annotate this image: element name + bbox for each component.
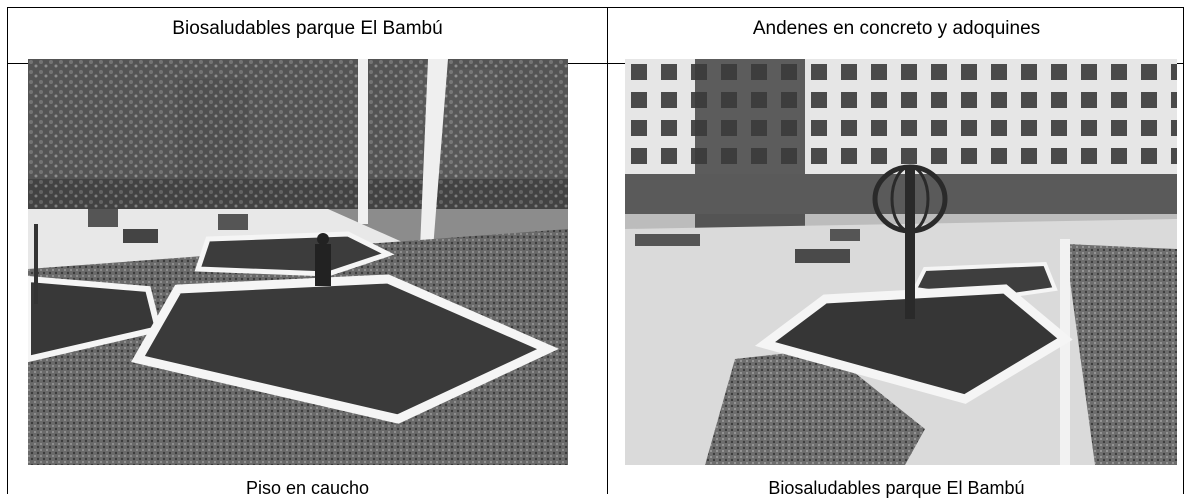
header-right: Andenes en concreto y adoquines: [752, 18, 1041, 39]
park-photo-rubber-floor-icon: [28, 59, 568, 465]
caption-right: Biosaludables parque El Bambú: [768, 478, 1025, 498]
header-row-divider: [8, 63, 1183, 64]
park-photo-right: [625, 59, 1177, 465]
caption-left: Piso en caucho: [245, 478, 370, 498]
park-photo-left: [28, 59, 568, 465]
document-table: Biosaludables parque El Bambú Andenes en…: [7, 7, 1184, 498]
park-photo-exercise-equipment-icon: [625, 59, 1177, 465]
column-divider: [607, 8, 608, 494]
header-left: Biosaludables parque El Bambú: [172, 18, 443, 39]
